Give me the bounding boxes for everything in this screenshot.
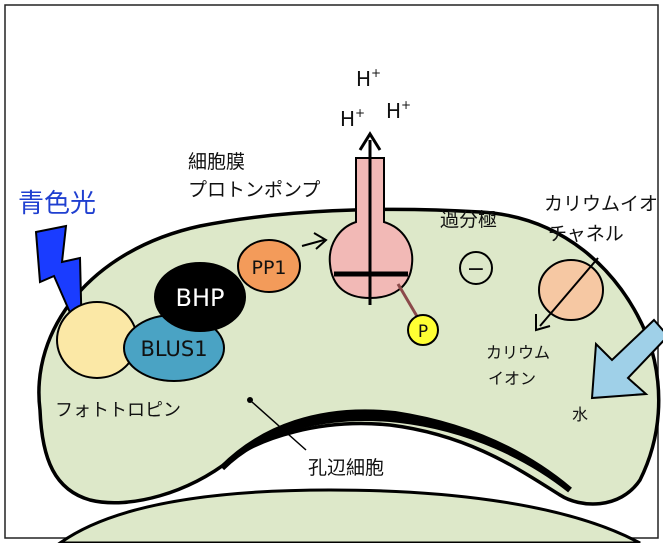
proton-pump-label: プロトンポンプ <box>188 179 320 201</box>
blue-light-label: 青色光 <box>18 189 96 219</box>
pp1-label: PP1 <box>251 257 286 279</box>
membrane-label: 細胞膜 <box>188 151 245 173</box>
guard-cell-label: 孔辺細胞 <box>308 457 384 479</box>
phosphate-label: P <box>418 322 428 342</box>
water-label: 水 <box>572 405 588 424</box>
bhp-label: BHP <box>176 284 225 312</box>
potassium-ion-label-line2: イオン <box>488 369 536 388</box>
blus1-label: BLUS1 <box>140 337 207 361</box>
potassium-ion-label-line1: カリウム <box>486 343 550 362</box>
minus-sign: − <box>467 257 485 282</box>
phototropin-label: フォトトロピン <box>55 400 181 421</box>
k-channel-label-line1: カリウムイオ <box>544 193 658 215</box>
hyperpolarization-label: 過分極 <box>440 209 497 231</box>
k-channel-label-line2: チャネル <box>548 223 624 245</box>
